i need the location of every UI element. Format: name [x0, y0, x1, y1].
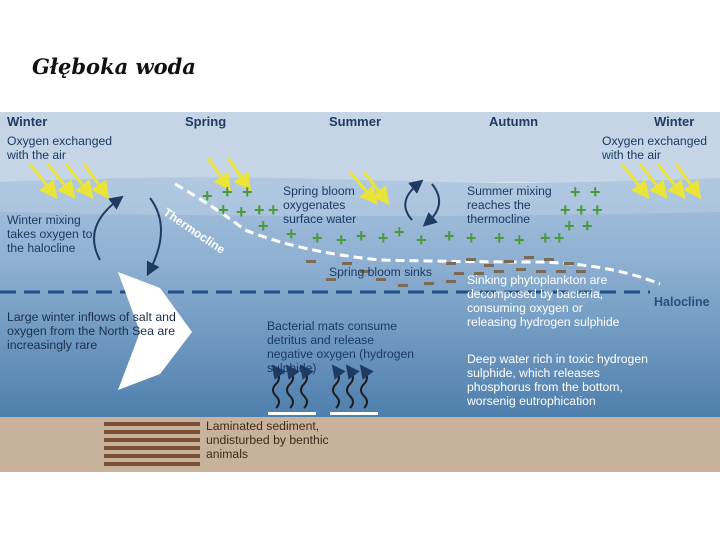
season-summer: Summer: [329, 115, 381, 130]
svg-text:+: +: [312, 228, 323, 248]
svg-text:+: +: [378, 228, 389, 248]
label-spring-bloom: Spring bloom oxygenates surface water: [283, 184, 373, 226]
svg-text:+: +: [564, 216, 575, 236]
svg-text:+: +: [444, 226, 455, 246]
svg-text:+: +: [356, 226, 367, 246]
svg-text:+: +: [592, 200, 603, 220]
svg-text:+: +: [494, 228, 505, 248]
svg-text:+: +: [514, 230, 525, 250]
svg-text:+: +: [554, 228, 565, 248]
svg-text:+: +: [242, 182, 253, 202]
svg-text:+: +: [466, 228, 477, 248]
season-autumn: Autumn: [489, 115, 538, 130]
label-halocline: Halocline: [654, 295, 710, 309]
svg-text:+: +: [268, 200, 279, 220]
svg-text:+: +: [236, 202, 247, 222]
label-spring-bloom-sinks: Spring bloom sinks: [329, 265, 432, 279]
svg-text:+: +: [336, 230, 347, 250]
svg-text:+: +: [590, 182, 601, 202]
label-winter-mixing: Winter mixing takes oxygen to the halocl…: [7, 213, 103, 255]
baltic-oxygen-diagram: +++ ++++ +++ +++ +++ +++ +++ +++ +++: [0, 112, 720, 472]
label-summer-mixing: Summer mixing reaches the thermocline: [467, 184, 563, 226]
label-oxygen-exchange-left: Oxygen exchanged with the air: [7, 134, 127, 162]
svg-text:+: +: [286, 224, 297, 244]
svg-text:+: +: [202, 186, 213, 206]
label-oxygen-exchange-right: Oxygen exchanged with the air: [602, 134, 720, 162]
svg-text:+: +: [570, 182, 581, 202]
label-deep-water: Deep water rich in toxic hydrogen sulphi…: [467, 352, 657, 408]
label-laminated-sediment: Laminated sediment, undisturbed by benth…: [206, 419, 336, 461]
svg-text:+: +: [218, 200, 229, 220]
svg-text:+: +: [582, 216, 593, 236]
svg-text:+: +: [222, 182, 233, 202]
svg-text:+: +: [258, 216, 269, 236]
svg-text:+: +: [394, 222, 405, 242]
season-winter-right: Winter: [654, 115, 694, 130]
label-bacterial-mats: Bacterial mats consume detritus and rele…: [267, 319, 417, 375]
season-winter-left: Winter: [7, 115, 47, 130]
season-spring: Spring: [185, 115, 226, 130]
label-winter-inflows: Large winter inflows of salt and oxygen …: [7, 310, 177, 352]
svg-text:+: +: [540, 228, 551, 248]
slide-title: Głęboka woda: [32, 54, 196, 79]
svg-text:+: +: [416, 230, 427, 250]
label-sinking-phytoplankton: Sinking phytoplankton are decomposed by …: [467, 273, 635, 329]
